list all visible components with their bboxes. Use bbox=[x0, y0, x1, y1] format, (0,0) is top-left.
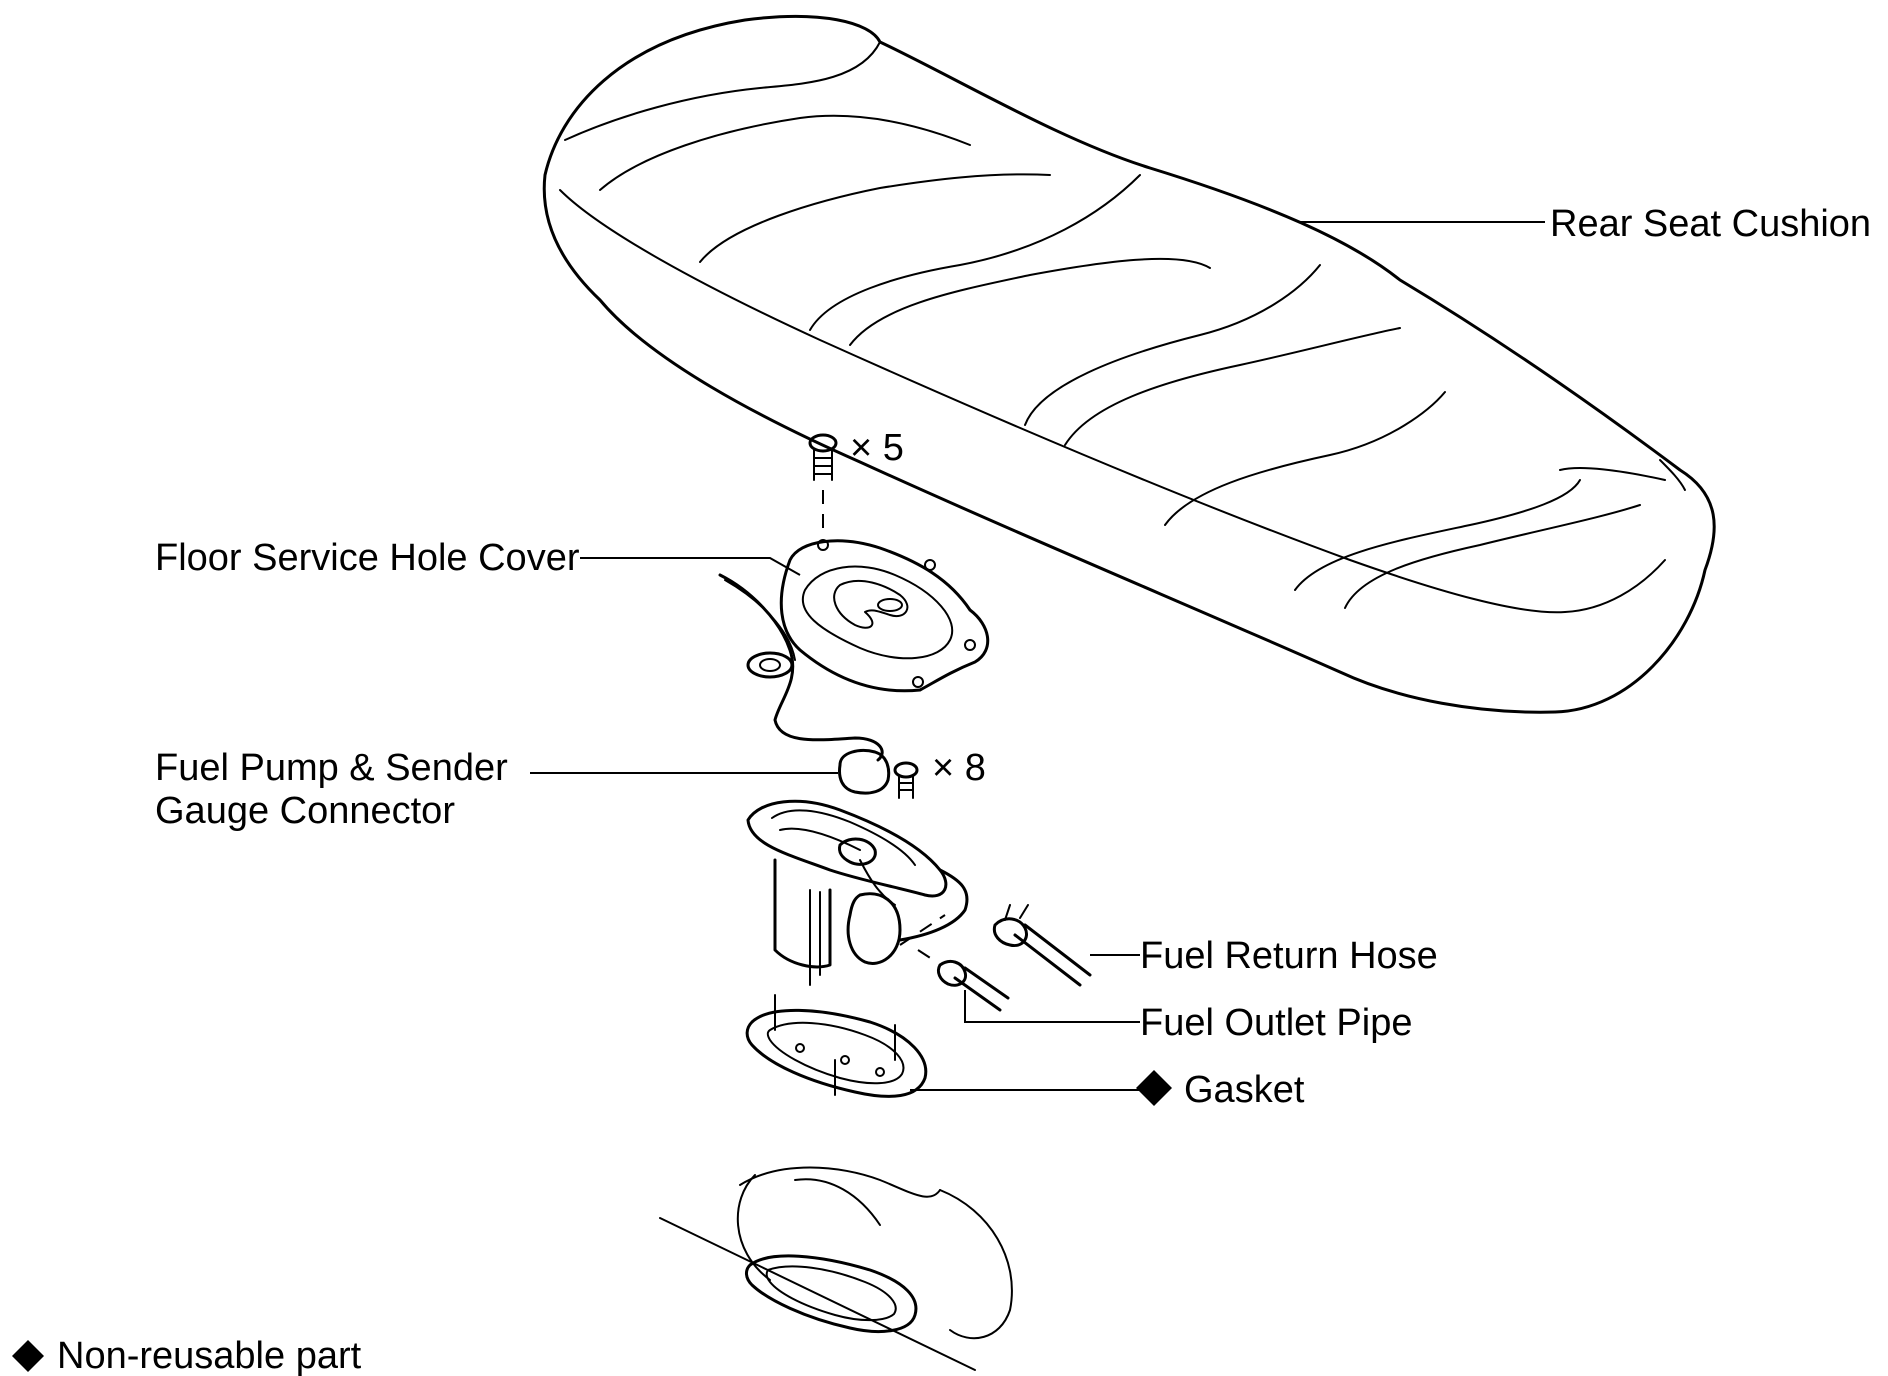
fuel-outlet-pipe-label: Fuel Outlet Pipe bbox=[1140, 1002, 1412, 1044]
floor-service-hole-cover-drawing bbox=[718, 539, 990, 762]
fuel-pump-sender-gauge-connector-drawing bbox=[838, 749, 891, 795]
non-reusable-legend-label: Non-reusable part bbox=[57, 1335, 362, 1376]
floor-service-hole-cover-label: Floor Service Hole Cover bbox=[155, 537, 580, 579]
gasket-label: Gasket bbox=[1184, 1069, 1305, 1111]
fuel-tank-opening-drawing bbox=[659, 1166, 1013, 1371]
gasket-drawing bbox=[745, 994, 928, 1098]
bolt-icon bbox=[808, 433, 838, 481]
fuel-pump-assembly-drawing bbox=[746, 799, 969, 986]
bolt-icon bbox=[893, 761, 919, 799]
bolt-quantity-cover: × 5 bbox=[850, 427, 904, 469]
floor-service-hole-cover-leader bbox=[580, 557, 801, 576]
connector-label-line1: Fuel Pump & Sender bbox=[155, 747, 508, 789]
connector-label-line2: Gauge Connector bbox=[155, 790, 455, 832]
rear-seat-cushion-drawing bbox=[542, 14, 1716, 714]
fuel-outlet-pipe-drawing bbox=[917, 949, 1010, 1012]
black-diamond-icon bbox=[12, 1340, 44, 1372]
black-diamond-icon bbox=[1136, 1070, 1172, 1106]
fuel-return-hose-label: Fuel Return Hose bbox=[1140, 935, 1438, 977]
rear-seat-cushion-label: Rear Seat Cushion bbox=[1550, 203, 1871, 245]
fuel-outlet-pipe-leader bbox=[964, 990, 1140, 1023]
bolt-quantity-pump: × 8 bbox=[932, 747, 986, 789]
fuel-return-hose-drawing bbox=[992, 904, 1092, 987]
